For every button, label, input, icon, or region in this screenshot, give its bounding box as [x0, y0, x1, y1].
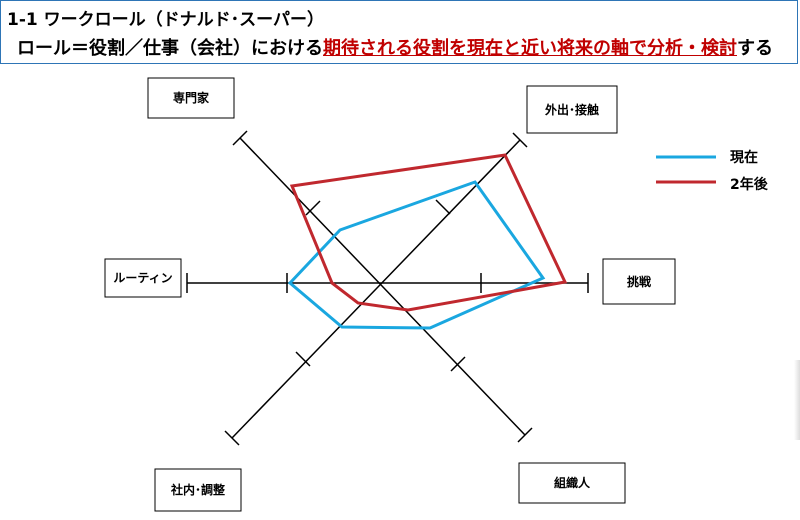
legend: 現在 2年後 [656, 149, 769, 193]
legend-future-label: 2年後 [730, 176, 769, 193]
tick-mark [517, 427, 533, 443]
internal-box [154, 468, 242, 512]
page-subtitle: ロール＝役割／仕事（会社）における期待される役割を現在と近い将来の軸で分析・検討… [17, 34, 773, 60]
external-box [526, 85, 618, 134]
tick-mark [224, 430, 240, 446]
subtitle-suffix: する [737, 38, 773, 59]
page-edge-shadow [794, 360, 800, 440]
tick-mark [305, 200, 321, 216]
tick-mark [450, 356, 466, 372]
tick-mark [435, 199, 451, 215]
page-title: 1-1 ワークロール（ドナルド･スーパー） [7, 10, 324, 30]
axis-label-external: 外出･接触 [545, 102, 599, 117]
axis-label-organizational: 組織人 [554, 475, 591, 490]
tick-mark [232, 130, 248, 146]
axis-label-specialist: 専門家 [173, 90, 210, 105]
header-banner: 1-1 ワークロール（ドナルド･スーパー） ロール＝役割／仕事（会社）における期… [0, 0, 798, 64]
subtitle-highlight: 期待される役割を現在と近い将来の軸で分析・検討 [323, 38, 737, 59]
axis-ticks [186, 130, 589, 446]
axis-external-internal [231, 139, 521, 439]
axis-label-challenge: 挑戦 [627, 274, 652, 289]
challenge-box [602, 258, 676, 305]
axis-label-internal: 社内･調整 [170, 482, 225, 497]
routine-box [104, 258, 182, 298]
subtitle-prefix: ロール＝役割／仕事（会社）における [17, 38, 323, 59]
tick-mark [295, 351, 311, 367]
organizational-box [518, 462, 626, 504]
future-profile-polygon [289, 153, 568, 312]
axis-specialist-organizational [239, 137, 526, 436]
radar-diagram: 専門家 外出･接触 挑戦 ルーティン 組織人 社内･調整 現在 2年後 [104, 77, 769, 512]
axis-label-routine: ルーティン [113, 271, 172, 285]
legend-current-label: 現在 [730, 149, 758, 166]
current-profile-polygon [287, 180, 546, 330]
axis-lines [187, 137, 588, 439]
axis-labels: 専門家 外出･接触 挑戦 ルーティン 組織人 社内･調整 [104, 77, 676, 512]
tick-mark [512, 132, 528, 148]
specialist-box [147, 77, 235, 119]
